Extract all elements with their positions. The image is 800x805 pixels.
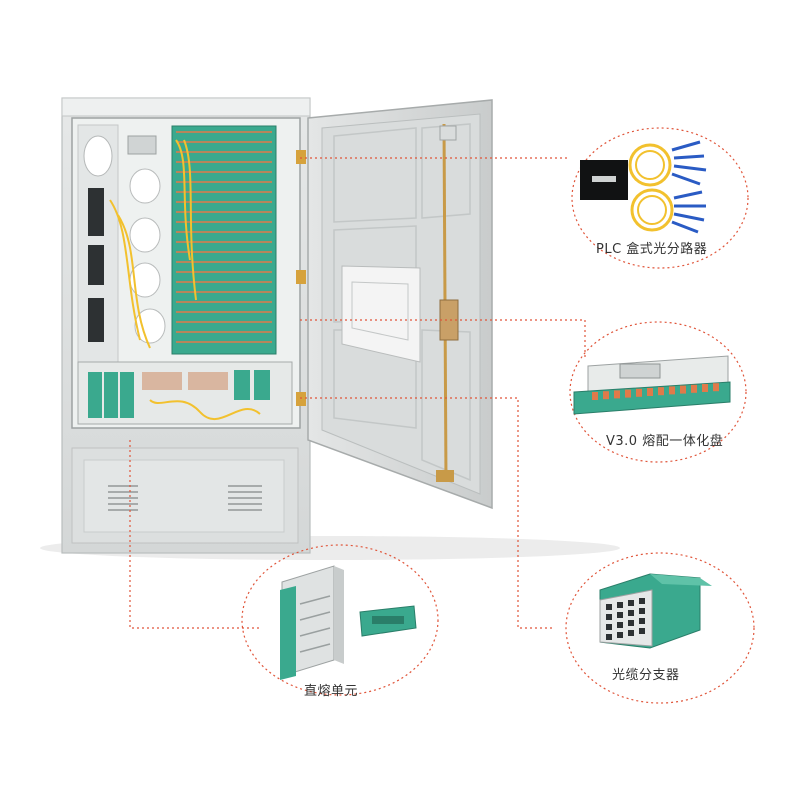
tray-port — [713, 383, 719, 392]
branch-port — [606, 604, 612, 610]
tray-port — [669, 386, 675, 395]
callout-label-plc-splitter: PLC 盒式光分路器 — [596, 242, 708, 257]
splice-section — [77, 361, 293, 425]
tray-port — [636, 388, 642, 397]
callout-label-cable-branch-box: 光缆分支器 — [612, 668, 680, 683]
branch-port — [617, 622, 623, 628]
tray-port — [614, 390, 620, 399]
branch-port — [617, 602, 623, 608]
tray-port — [680, 385, 686, 394]
branch-port — [628, 610, 634, 616]
callout-label-direct-fusion-unit: 直熔单元 — [304, 684, 359, 699]
branch-port — [617, 612, 623, 618]
branch-port — [628, 630, 634, 636]
tray-port — [647, 388, 653, 396]
branch-port — [639, 628, 645, 634]
branch-port — [639, 608, 645, 614]
tray-port — [658, 387, 664, 396]
cable-branch-box-image — [599, 573, 712, 649]
tray-port — [592, 392, 598, 400]
tray-port — [625, 389, 631, 398]
yellow-fiber — [175, 139, 197, 301]
branch-port — [617, 632, 623, 638]
branch-port — [639, 618, 645, 624]
branch-port — [606, 614, 612, 620]
door-hinges — [296, 150, 306, 406]
callout-lines — [129, 157, 586, 629]
plc-splitter-image — [580, 140, 707, 234]
branch-port — [639, 598, 645, 604]
branch-port — [606, 624, 612, 630]
callout-circles — [241, 127, 755, 704]
branch-port — [628, 600, 634, 606]
branch-port — [628, 620, 634, 626]
direct-fusion-unit-image — [280, 565, 417, 680]
tray-port — [702, 384, 708, 392]
branch-port — [606, 634, 612, 640]
base-vents — [108, 485, 262, 511]
tray-port — [691, 384, 697, 393]
tray-port — [603, 391, 609, 400]
splice-tray-image — [573, 355, 731, 415]
cabinet-door — [307, 99, 493, 510]
patch-panel — [171, 125, 277, 355]
fiber-coil-column — [77, 124, 166, 386]
callout-label-splice-tray: V3.0 熔配一体化盘 — [606, 434, 724, 449]
